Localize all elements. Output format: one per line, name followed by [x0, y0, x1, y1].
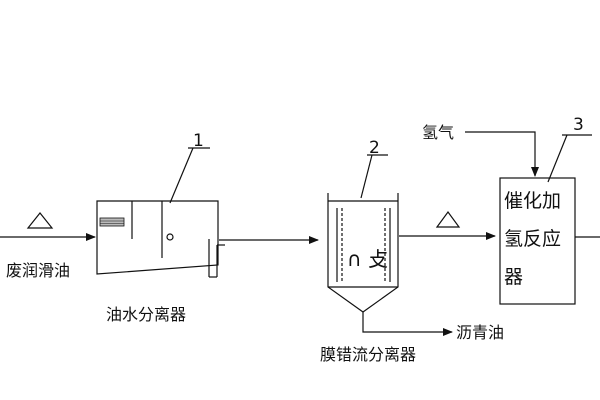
mid-triangle-marker: [435, 210, 461, 228]
callout-leader-2: [360, 154, 373, 199]
unit2-inner-label: ∩ 攴: [347, 247, 388, 271]
unit1-name-label: 油水分离器: [106, 305, 186, 324]
callout-leader-3: [547, 134, 568, 183]
unit2-callout-number: 2: [369, 138, 380, 158]
unit1-callout-number: 1: [193, 131, 204, 151]
reactor-callout-number: 3: [573, 115, 584, 135]
reactor-label-line3: 器: [504, 266, 523, 288]
asphalt-oil-label: 沥青油: [456, 323, 504, 342]
catalytic-hydrogenation-reactor: [499, 177, 576, 305]
hydrogen-label: 氢气: [422, 123, 454, 142]
asphalt-outlet-line: [362, 312, 453, 336]
feed-triangle-marker: [26, 212, 54, 229]
oil-water-separator: [96, 200, 225, 278]
feed-label: 废润滑油: [6, 261, 70, 280]
reactor-label-line2: 氢反应: [504, 228, 561, 250]
hydrogen-inlet-line: [465, 131, 539, 177]
unit2-name-label: 膜错流分离器: [320, 345, 416, 364]
reactor-label-line1: 催化加: [504, 190, 561, 212]
callout-leader-1: [169, 147, 194, 204]
membrane-cross-flow-separator: [327, 193, 399, 313]
